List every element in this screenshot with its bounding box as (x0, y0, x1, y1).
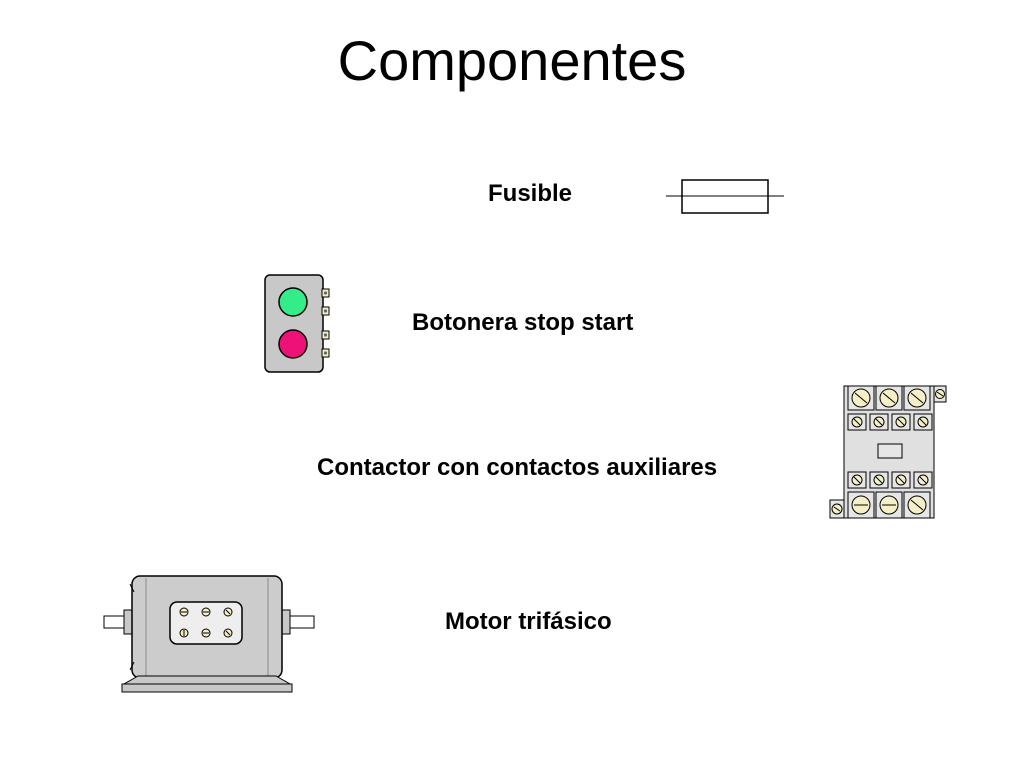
aux-terminal-right (933, 385, 947, 403)
slide-title: Componentes (337, 29, 687, 92)
contactor-label: Contactor con contactos auxiliares (317, 454, 718, 481)
contactor (829, 385, 947, 519)
pushbutton-label: Botonera stop start (412, 309, 634, 336)
contactor-indicator-window (877, 443, 903, 459)
top-main-terminals (847, 385, 931, 411)
lower-aux-terminals (847, 471, 933, 489)
fuse-label: Fusible (488, 180, 573, 207)
motor-label: Motor trifásico (445, 608, 612, 635)
motor-shaft-left (103, 615, 127, 629)
stop-button (278, 329, 308, 359)
three-phase-motor (103, 575, 315, 693)
pushbutton-station (264, 274, 330, 373)
fuse-symbol (666, 179, 784, 214)
motor-base (122, 675, 292, 685)
start-button (278, 287, 308, 317)
aux-terminal-left (829, 499, 845, 519)
motor-shaft-right (289, 615, 315, 629)
bottom-main-terminals (847, 491, 931, 519)
upper-aux-terminals (847, 413, 933, 431)
